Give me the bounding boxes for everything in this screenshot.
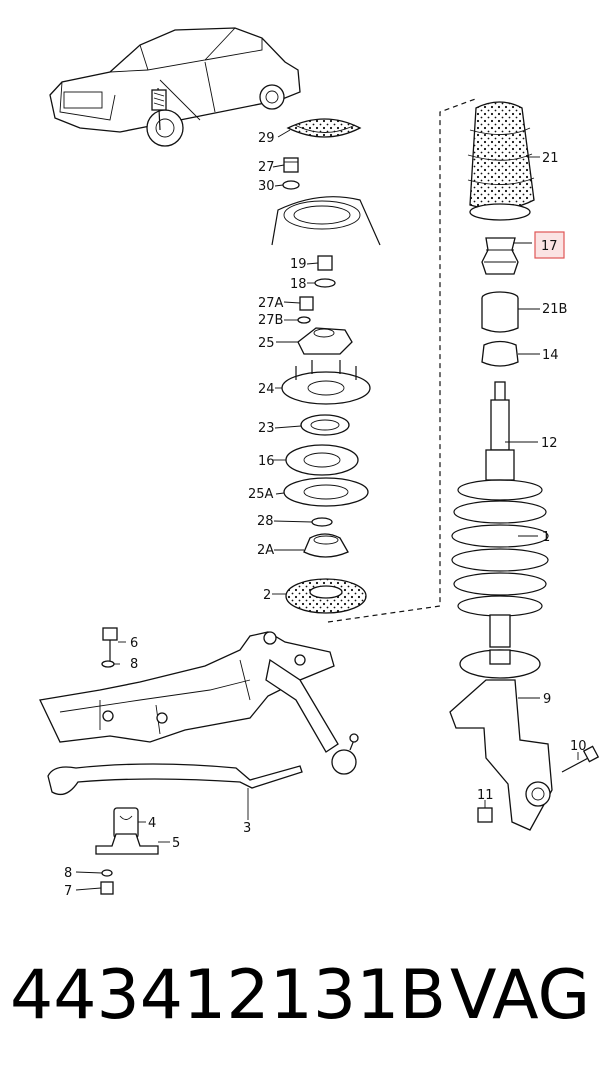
callout-8-top: 8 [130,657,138,672]
callout-3: 3 [243,821,251,836]
callout-5: 5 [172,836,180,851]
callout-10: 10 [570,739,587,754]
car-illustration [49,27,301,147]
callout-9: 9 [543,692,551,707]
callout-27A: 27A [258,296,284,311]
callout-2: 2 [263,588,271,603]
callout-7: 7 [64,884,72,899]
callout-6: 6 [130,636,138,651]
subframe-control-arm [39,627,359,895]
callout-29: 29 [258,131,275,146]
leader-lines [75,129,579,891]
top-mount-stack [271,118,381,614]
callout-25: 25 [258,336,275,351]
callout-21B: 21B [542,302,567,317]
callout-27B: 27B [258,313,283,328]
callout-28: 28 [257,514,274,529]
callout-19: 19 [290,257,307,272]
callout-4: 4 [148,816,156,831]
callout-2A: 2A [257,543,274,558]
callout-30: 30 [258,179,275,194]
callout-24: 24 [258,382,275,397]
callout-11: 11 [477,788,494,803]
callout-1: 1 [542,530,550,545]
part-number: 443412131B [10,956,447,1035]
callout-labels: 29 27 30 19 18 27A 27B 25 24 23 16 25A 2… [64,131,587,899]
callout-8-bottom: 8 [64,866,72,881]
callout-21: 21 [542,151,559,166]
coil-spring [451,479,549,617]
callout-12: 12 [541,436,558,451]
footer-caption: 443412131B VAG [0,946,600,1046]
callout-16: 16 [258,454,275,469]
callout-23: 23 [258,421,275,436]
group-bracket-line [327,97,479,623]
callout-27: 27 [258,160,275,175]
brand-name: VAG [450,956,591,1035]
callout-18: 18 [290,277,307,292]
callout-17: 17 [541,239,558,254]
strut-assembly [449,101,600,831]
callout-25A: 25A [248,487,274,502]
highlight-box-17 [534,231,565,259]
callout-14: 14 [542,348,559,363]
suspension-exploded-diagram: 29 27 30 19 18 27A 27B 25 24 23 16 25A 2… [39,27,600,899]
